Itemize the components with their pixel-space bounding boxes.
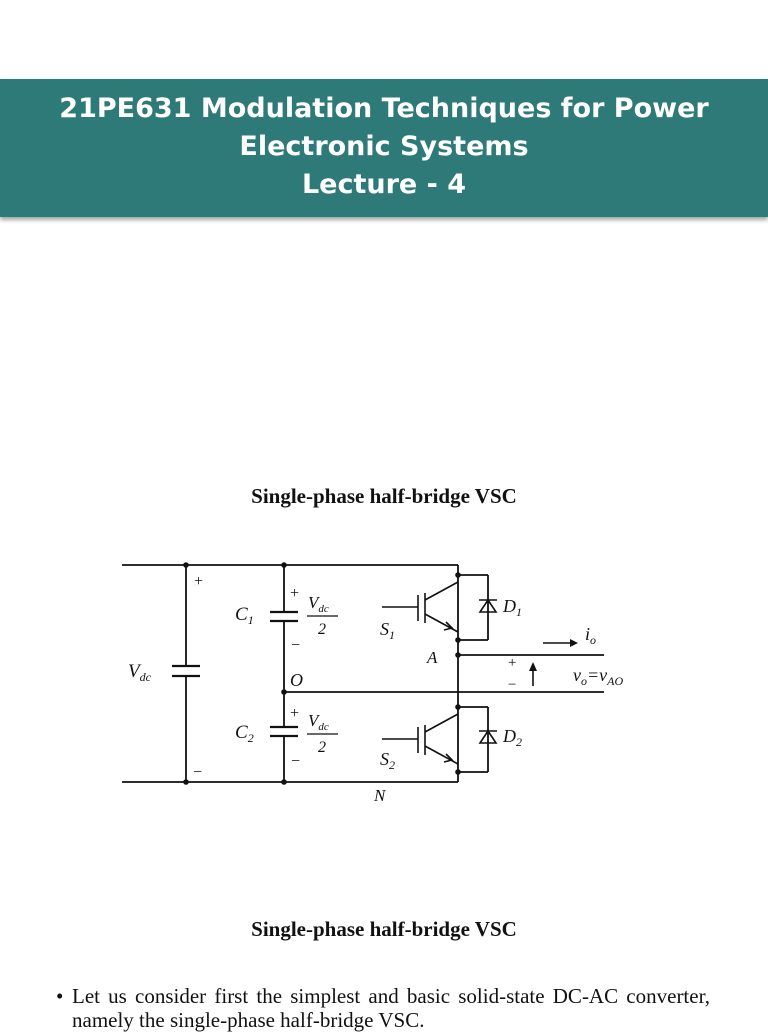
label-vo-vao: vo=vAO — [573, 665, 623, 688]
vo-arrow-icon — [529, 662, 537, 686]
bullet-dot: • — [56, 984, 64, 1008]
title-line-2: Electronic Systems — [239, 131, 529, 162]
figure-caption-top: Single-phase half-bridge VSC — [251, 484, 517, 508]
label-vo-minus: − — [507, 677, 517, 693]
svg-text:Vdc: Vdc — [308, 711, 329, 733]
junction-dots — [183, 562, 461, 785]
label-n: N — [373, 786, 387, 805]
label-o: O — [290, 670, 303, 690]
label-d1: D1 — [502, 596, 522, 619]
svg-text:Vdc: Vdc — [308, 593, 329, 615]
diode-d2-icon — [478, 729, 498, 744]
title-line-1: 21PE631 Modulation Techniques for Power — [59, 93, 709, 124]
label-s1: S1 — [380, 619, 395, 642]
label-d2: D2 — [502, 726, 522, 749]
bullet-paragraph: • Let us consider first the simplest and… — [56, 984, 710, 1032]
label-vdc-minus: − — [192, 764, 203, 781]
igbt-s1-icon — [382, 581, 459, 633]
io-arrow-icon — [543, 639, 578, 647]
igbt-s2-icon — [382, 713, 459, 765]
label-io: io — [585, 624, 596, 647]
title-banner: 21PE631 Modulation Techniques for Power … — [0, 79, 768, 217]
label-vo-plus: + — [507, 655, 517, 671]
label-c2-minus: − — [290, 753, 301, 770]
figure-caption-bottom: Single-phase half-bridge VSC — [251, 917, 517, 941]
label-s2: S2 — [380, 749, 395, 772]
label-vdc-plus: + — [193, 573, 204, 590]
label-vdc-half-bottom: Vdc 2 — [307, 711, 338, 756]
label-c2: C2 — [235, 722, 254, 745]
circuit-wires — [122, 564, 604, 783]
label-c1-minus: − — [290, 637, 301, 654]
label-vdc-half-top: Vdc 2 — [307, 593, 338, 638]
capacitor-plates — [172, 610, 298, 738]
label-c1-plus: + — [289, 585, 300, 602]
label-a: A — [426, 648, 438, 667]
label-vdc: Vdc — [128, 661, 152, 684]
title-line-3: Lecture - 4 — [301, 169, 467, 200]
label-c1: C1 — [235, 604, 254, 627]
label-c2-plus: + — [289, 705, 300, 722]
svg-text:2: 2 — [318, 621, 326, 638]
bullet-text: Let us consider first the simplest and b… — [72, 984, 710, 1032]
half-bridge-circuit-diagram: Vdc + − C1 C2 + − + − Vdc 2 Vdc 2 O A N … — [122, 562, 623, 805]
svg-text:2: 2 — [318, 739, 326, 756]
diode-d1-icon — [478, 598, 498, 613]
